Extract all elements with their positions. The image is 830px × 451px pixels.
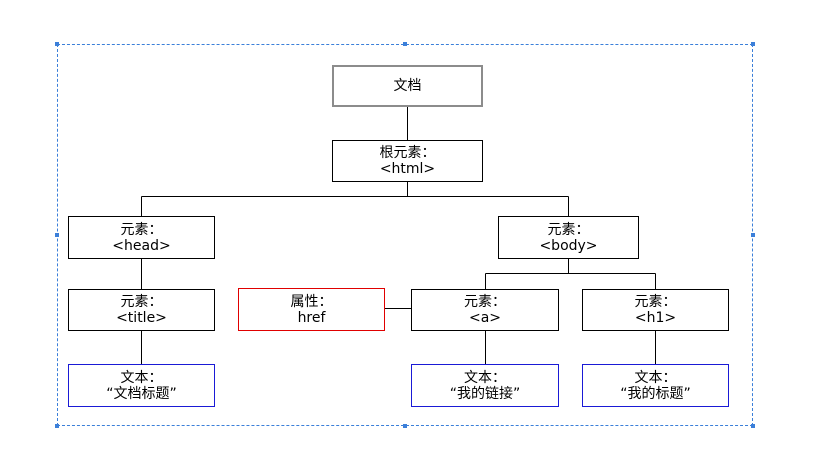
heading-text-node-content: “我的标题” — [620, 385, 691, 402]
a-element-node-tag: <a> — [468, 310, 502, 326]
selection-handle-middle-right[interactable] — [751, 233, 755, 237]
selection-handle-bottom-left[interactable] — [55, 424, 59, 428]
a-element-node-label: 元素： — [464, 294, 506, 310]
selection-handle-bottom-right[interactable] — [751, 424, 755, 428]
head-element-node-label: 元素： — [120, 221, 163, 238]
body-element-node[interactable]: 元素： <body> — [498, 216, 639, 259]
root-element-node-label: 根元素： — [379, 145, 436, 161]
head-element-node[interactable]: 元素： <head> — [68, 216, 215, 259]
body-element-node-label: 元素： — [547, 221, 590, 238]
document-node[interactable]: 文档 — [332, 65, 483, 107]
title-element-node[interactable]: 元素： <title> — [68, 289, 215, 331]
head-element-node-tag: <head> — [112, 237, 171, 254]
selection-handle-top-right[interactable] — [751, 42, 755, 46]
title-text-node[interactable]: 文本： “文档标题” — [68, 364, 215, 407]
selection-handle-top-center[interactable] — [403, 42, 407, 46]
root-element-node[interactable]: 根元素： <html> — [332, 140, 483, 182]
link-text-node[interactable]: 文本： “我的链接” — [411, 364, 559, 407]
title-text-node-label: 文本： — [120, 369, 163, 386]
h1-element-node-tag: <h1> — [634, 310, 677, 326]
link-text-node-label: 文本： — [464, 369, 506, 386]
title-text-node-content: “文档标题” — [106, 385, 177, 402]
href-attribute-node[interactable]: 属性： href — [238, 288, 385, 331]
h1-element-node[interactable]: 元素： <h1> — [582, 289, 729, 331]
root-element-node-tag: <html> — [379, 161, 436, 177]
h1-element-node-label: 元素： — [634, 294, 677, 310]
selection-handle-middle-left[interactable] — [55, 233, 59, 237]
selection-handle-bottom-center[interactable] — [403, 424, 407, 428]
title-element-node-tag: <title> — [116, 310, 167, 326]
href-attribute-node-label: 属性： — [290, 293, 333, 310]
document-node-label: 文档 — [393, 78, 422, 94]
link-text-node-content: “我的链接” — [449, 385, 521, 402]
heading-text-node[interactable]: 文本： “我的标题” — [582, 364, 729, 407]
selection-handle-top-left[interactable] — [55, 42, 59, 46]
body-element-node-tag: <body> — [539, 237, 598, 254]
href-attribute-node-name: href — [297, 309, 326, 326]
title-element-node-label: 元素： — [120, 294, 163, 310]
heading-text-node-label: 文本： — [634, 369, 677, 386]
a-element-node[interactable]: 元素： <a> — [411, 289, 559, 331]
